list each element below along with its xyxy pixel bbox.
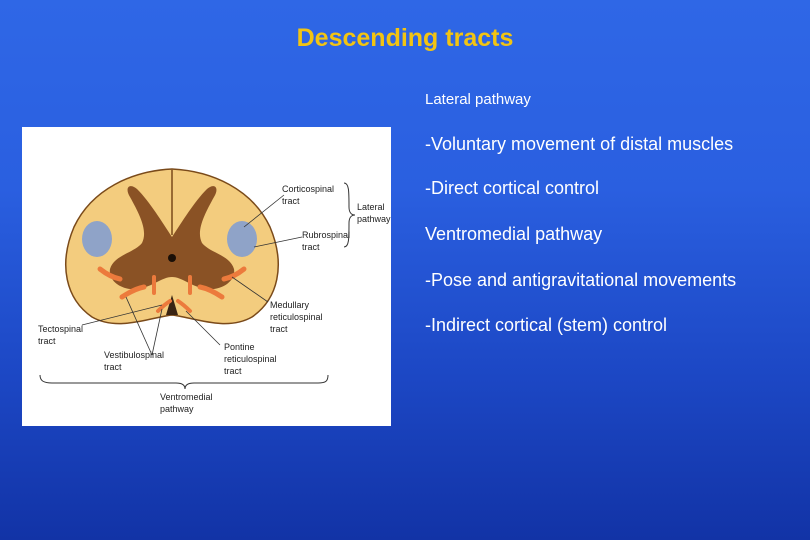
label-corticospinal-tract: Corticospinal tract: [282, 184, 335, 206]
bullet-indirect-cortical-control: -Indirect cortical (stem) control: [425, 315, 668, 335]
leader-medullary: [231, 276, 269, 303]
ventromedial-bracket: [39, 374, 329, 390]
lateral-bracket: [343, 182, 356, 248]
right-pontine-tract: [176, 299, 192, 313]
bullet-ventromedial-pathway: Ventromedial pathway: [425, 224, 603, 244]
left-reticulospinal-tract: [97, 266, 123, 282]
leader-pontine: [185, 310, 221, 346]
label-pontine-reticulospinal-tract: Pontine reticulospinal tract: [224, 342, 277, 376]
label-ventromedial-pathway: Ventromedial pathway: [160, 392, 213, 414]
label-lateral-pathway: Lateral pathway: [357, 202, 391, 224]
central-canal: [168, 254, 176, 262]
leader-corticospinal: [243, 194, 285, 228]
ventral-median-fissure: [166, 295, 178, 315]
leader-tectospinal: [81, 304, 163, 326]
spinal-cord-figure: Corticospinal tract Lateral pathway Rubr…: [22, 127, 391, 426]
leader-vestibulospinal-b: [125, 296, 153, 356]
label-rubrospinal-tract: Rubrospinal tract: [302, 230, 351, 252]
leader-rubrospinal: [253, 236, 303, 248]
gray-matter: [109, 186, 235, 290]
label-vestibulospinal-tract: Vestibulospinal tract: [104, 350, 165, 372]
right-lateral-tract: [227, 221, 257, 257]
right-vestibulospinal-tract: [197, 284, 225, 300]
bullet-direct-cortical-control: -Direct cortical control: [425, 178, 600, 198]
spinal-cord-diagram: [39, 168, 356, 390]
slide-title: Descending tracts: [296, 24, 514, 52]
left-lateral-tract: [82, 221, 112, 257]
bullet-voluntary-movement: -Voluntary movement of distal muscles: [425, 134, 734, 154]
leader-vestibulospinal-a: [151, 308, 163, 356]
left-vestibulospinal-tract: [119, 284, 147, 300]
bullet-lateral-pathway: Lateral pathway: [425, 91, 531, 108]
label-medullary-reticulospinal-tract: Medullary reticulospinal tract: [270, 300, 323, 334]
left-pontine-tract: [156, 299, 172, 313]
label-tectospinal-tract: Tectospinal tract: [38, 324, 84, 346]
right-reticulospinal-tract: [221, 266, 247, 282]
bullet-pose-movements: -Pose and antigravitational movements: [425, 270, 737, 290]
